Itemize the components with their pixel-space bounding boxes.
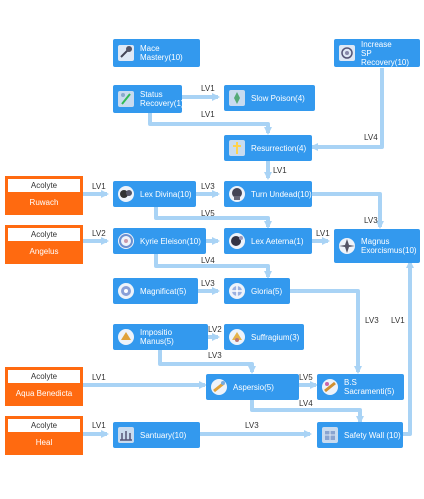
skill-magnificat[interactable]: Magnificat(5) bbox=[113, 278, 198, 304]
skill-label: Mace Mastery(10) bbox=[140, 44, 183, 62]
lex-aeterna-icon bbox=[228, 232, 246, 250]
skill-suffragium[interactable]: Suffragium(3) bbox=[224, 324, 304, 350]
level-label: LV5 bbox=[201, 209, 215, 218]
skill-mace-mastery[interactable]: Mace Mastery(10) bbox=[113, 39, 200, 67]
level-label: LV3 bbox=[201, 279, 215, 288]
skill-label: Turn Undead(10) bbox=[251, 189, 312, 199]
level-label: LV1 bbox=[92, 373, 106, 382]
skill-aspersio[interactable]: Aspersio(5) bbox=[206, 374, 299, 400]
skill-lex-aeterna[interactable]: Lex Aeterna(1) bbox=[224, 228, 312, 254]
class-label: Acolyte bbox=[8, 370, 80, 383]
edge-safety-magnus bbox=[403, 260, 414, 436]
edge-impositio-aspersio bbox=[158, 350, 256, 374]
prereq-skill: Aqua Benedicta bbox=[15, 389, 73, 398]
skill-label: Status Recovery(1) bbox=[140, 90, 184, 108]
level-label: LV1 bbox=[391, 316, 405, 325]
skill-label: Aspersio(5) bbox=[233, 382, 274, 392]
class-label: Acolyte bbox=[8, 179, 80, 192]
skill-kyrie-eleison[interactable]: Kyrie Eleison(10) bbox=[113, 228, 206, 254]
edge-sp-resurrection bbox=[310, 68, 384, 151]
skill-label: Magnus Exorcismus(10) bbox=[361, 237, 417, 255]
suffragium-icon bbox=[228, 328, 246, 346]
acolyte-card-ruwach[interactable]: Acolyte Ruwach bbox=[5, 176, 83, 215]
skill-turn-undead[interactable]: Turn Undead(10) bbox=[224, 181, 312, 207]
turn-undead-icon bbox=[228, 185, 246, 203]
acolyte-card-aqua-benedicta[interactable]: Acolyte Aqua Benedicta bbox=[5, 367, 83, 406]
skill-label: Suffragium(3) bbox=[251, 332, 300, 342]
skill-sanctuary[interactable]: Santuary(10) bbox=[113, 422, 200, 448]
sanctuary-icon bbox=[117, 426, 135, 444]
skill-label: Magnificat(5) bbox=[140, 286, 187, 296]
kyrie-icon bbox=[117, 232, 135, 250]
sp-icon bbox=[338, 44, 356, 62]
skill-bs-sacramenti[interactable]: B.S Sacramenti(5) bbox=[317, 374, 404, 400]
level-label: LV1 bbox=[201, 84, 215, 93]
skill-resurrection[interactable]: Resurrection(4) bbox=[224, 135, 312, 161]
level-label: LV3 bbox=[208, 351, 222, 360]
level-label: LV3 bbox=[201, 182, 215, 191]
cure-icon bbox=[117, 90, 135, 108]
skill-status-recovery[interactable]: Status Recovery(1) bbox=[113, 85, 184, 113]
prereq-skill: Ruwach bbox=[29, 198, 59, 207]
prereq-skill: Angelus bbox=[29, 247, 59, 256]
safety-wall-icon bbox=[321, 426, 339, 444]
edge-turn-magnus bbox=[312, 192, 384, 229]
gloria-icon bbox=[228, 282, 246, 300]
magnus-icon bbox=[338, 237, 356, 255]
level-label: LV3 bbox=[245, 421, 259, 430]
class-label: Acolyte bbox=[8, 228, 80, 241]
level-label: LV3 bbox=[365, 316, 379, 325]
skill-label: Gloria(5) bbox=[251, 286, 283, 296]
level-label: LV1 bbox=[92, 182, 106, 191]
skill-label: Santuary(10) bbox=[140, 430, 187, 440]
edge-aspersio-safety bbox=[250, 398, 364, 424]
level-label: LV1 bbox=[316, 229, 330, 238]
resurrection-icon bbox=[228, 139, 246, 157]
edge-gloria-sacramenti bbox=[290, 289, 362, 374]
skill-label: Slow Poison(4) bbox=[251, 93, 305, 103]
acolyte-card-heal[interactable]: Acolyte Heal bbox=[5, 416, 83, 455]
edge-status-resurrection bbox=[148, 112, 272, 135]
edge-kyrie-magnificat bbox=[154, 254, 272, 279]
edge-lex-aeterna bbox=[154, 207, 272, 229]
level-label: LV5 bbox=[299, 373, 313, 382]
class-label: Acolyte bbox=[8, 419, 80, 432]
level-label: LV3 bbox=[364, 216, 378, 225]
skill-label: Safety Wall (10) bbox=[344, 430, 401, 440]
skill-increase-sp-recovery[interactable]: Increase SP Recovery(10) bbox=[334, 39, 420, 67]
level-label: LV4 bbox=[364, 133, 378, 142]
level-label: LV1 bbox=[273, 166, 287, 175]
level-label: LV2 bbox=[208, 325, 222, 334]
poison-icon bbox=[228, 89, 246, 107]
skill-lex-divina[interactable]: Lex Divina(10) bbox=[113, 181, 196, 207]
skill-slow-poison[interactable]: Slow Poison(4) bbox=[224, 85, 315, 111]
skill-label: Lex Divina(10) bbox=[140, 189, 192, 199]
level-label: LV2 bbox=[92, 229, 106, 238]
skill-label: Resurrection(4) bbox=[251, 143, 307, 153]
prereq-skill: Heal bbox=[35, 438, 53, 447]
sacramenti-icon bbox=[321, 378, 339, 396]
level-label: LV4 bbox=[299, 399, 313, 408]
lex-divina-icon bbox=[117, 185, 135, 203]
aspersio-icon bbox=[210, 378, 228, 396]
magnificat-icon bbox=[117, 282, 135, 300]
skill-label: Kyrie Eleison(10) bbox=[140, 236, 201, 246]
skill-label: Increase SP Recovery(10) bbox=[361, 39, 410, 67]
mace-icon bbox=[117, 44, 135, 62]
skill-label: Impositio Manus(5) bbox=[140, 328, 174, 346]
level-label: LV1 bbox=[92, 421, 106, 430]
skill-magnus-exorcismus[interactable]: Magnus Exorcismus(10) bbox=[334, 229, 420, 263]
skill-gloria[interactable]: Gloria(5) bbox=[224, 278, 290, 304]
skill-label: Lex Aeterna(1) bbox=[251, 236, 304, 246]
impositio-icon bbox=[117, 328, 135, 346]
skill-label: B.S Sacramenti(5) bbox=[344, 378, 395, 396]
skill-safety-wall[interactable]: Safety Wall (10) bbox=[317, 422, 403, 448]
level-label: LV4 bbox=[201, 256, 215, 265]
acolyte-card-angelus[interactable]: Acolyte Angelus bbox=[5, 225, 83, 264]
skill-impositio-manus[interactable]: Impositio Manus(5) bbox=[113, 324, 208, 350]
level-label: LV1 bbox=[201, 110, 215, 119]
